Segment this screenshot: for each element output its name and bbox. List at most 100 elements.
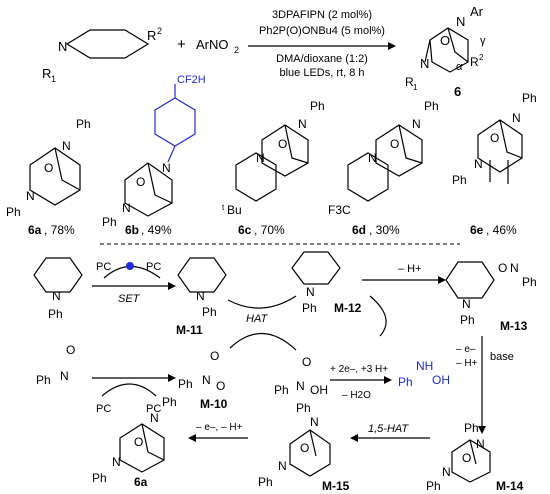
- m13-nh: N: [510, 261, 519, 275]
- p6e-ph2: Ph: [452, 173, 467, 187]
- p6a-label: 6a: [28, 223, 42, 237]
- reagent-r1-sup: 1: [51, 74, 56, 84]
- p6b-ph: Ph: [102, 215, 117, 229]
- m15-o: O: [300, 441, 309, 455]
- condition-4: blue LEDs, rt, 8 h: [280, 67, 365, 79]
- pc-neutral: PC: [146, 403, 161, 415]
- p6e-ph: Ph: [522, 91, 537, 105]
- nohoh-oh: OH: [310, 383, 328, 397]
- hat-label: HAT: [246, 313, 268, 325]
- f6a-n2: N: [112, 455, 121, 469]
- pno2-ph: Ph: [36, 373, 51, 387]
- minus-h-label: – H+: [398, 263, 422, 275]
- p6a-n2: N: [26, 189, 35, 203]
- product-6d: N O Ph N F3C 6d , 30%: [328, 99, 439, 237]
- p6a-ph2: Ph: [6, 205, 21, 219]
- hat15-label: 1,5-HAT: [368, 423, 409, 435]
- m11-label: M-11: [176, 323, 203, 337]
- p6a-n: N: [62, 139, 71, 153]
- p6c-n2: N: [256, 151, 265, 165]
- p6a-ph: Ph: [76, 117, 91, 131]
- pno2-o: O: [66, 343, 75, 357]
- m15-label: M-15: [322, 479, 350, 493]
- m10-ph: Ph: [178, 377, 193, 391]
- p6a-o: O: [44, 161, 53, 175]
- m14-o: O: [462, 451, 471, 465]
- nohoh-o: O: [302, 355, 311, 369]
- condition-3: DMA/dioxane (1:2): [276, 53, 368, 65]
- pc-left: PC: [96, 261, 111, 273]
- m13-n: N: [462, 297, 471, 311]
- m13-label: M-13: [500, 319, 528, 333]
- minus-e-label: – e–: [456, 344, 476, 355]
- m11-n: N: [196, 289, 205, 303]
- reagent-r1: R: [42, 66, 51, 81]
- p6b-n: N: [162, 161, 171, 175]
- minus-e-h-label: – e–, – H+: [196, 422, 243, 433]
- reduction-arrowhead: [168, 374, 176, 382]
- p6c-t: t: [222, 203, 225, 212]
- m10-label: M-10: [200, 397, 228, 411]
- p6a-yield: , 78%: [44, 223, 75, 237]
- p6c-label: 6c: [238, 223, 252, 237]
- m10-nitro-radical: Ph N O O M-10: [178, 349, 228, 411]
- nohoh-n: N: [296, 379, 305, 393]
- p6d-o: O: [390, 137, 399, 151]
- product-6-structure: N O Ar N R 2 R 1 γ α 6: [405, 4, 486, 99]
- m14-n: N: [476, 437, 485, 451]
- p6-r2-sup: 2: [479, 53, 484, 62]
- p6-n: N: [456, 14, 465, 29]
- product-6c: N O Ph N t Bu 6c , 70%: [222, 99, 325, 237]
- phnhoh-ph: Ph: [398, 375, 413, 389]
- pc-right: PC: [146, 261, 161, 273]
- p6d-cf3: F3C: [328, 203, 351, 217]
- p6e-n: N: [512, 111, 521, 125]
- oxidation-arrowhead: [478, 426, 486, 434]
- p6d-label: 6d: [352, 223, 366, 237]
- p6e-o: O: [490, 131, 499, 145]
- m13-o: O: [498, 261, 507, 275]
- p6c-ph: Ph: [310, 99, 325, 113]
- p6c-o: O: [278, 137, 287, 151]
- nitroarene-sub: 2: [234, 45, 239, 55]
- f6a-ph2: Ph: [92, 471, 107, 485]
- p6-label: 6: [454, 84, 461, 99]
- plus-e-h-label: + 2e–, +3 H+: [330, 364, 388, 375]
- p6d-n: N: [412, 117, 421, 131]
- p6d-ph: Ph: [424, 99, 439, 113]
- f6a-label: 6a: [134, 475, 148, 489]
- m14-ph: Ph: [464, 421, 479, 435]
- condition-1: 3DPAFIPN (2 mol%): [272, 9, 372, 21]
- product-6e: N O Ph N Ph 6e , 46%: [452, 91, 537, 237]
- npp-n: N: [52, 289, 61, 303]
- product-6b: CF2H N O N Ph 6b , 49%: [102, 74, 206, 237]
- p6e-yield: , 46%: [486, 223, 517, 237]
- m10-n: N: [202, 373, 211, 387]
- phnhoh-oh: OH: [432, 373, 450, 387]
- p6c-n: N: [298, 117, 307, 131]
- m12-label: M-12: [334, 301, 362, 315]
- reduction-arrowhead-2: [384, 376, 392, 384]
- pno2-n: N: [60, 369, 69, 383]
- p6-r2: R: [470, 55, 479, 69]
- npp-ph: Ph: [48, 307, 63, 321]
- capture-curve: [369, 295, 387, 337]
- m14-n2: N: [442, 465, 451, 479]
- m15-n2: N: [278, 459, 287, 473]
- p6-gamma: γ: [480, 35, 486, 47]
- minus-h-label-2: – H+: [456, 358, 478, 369]
- n-hydroxy-intermediate: Ph N O OH: [274, 355, 328, 397]
- m12-iminium: N Ph M-12: [291, 251, 362, 315]
- p6e-label: 6e: [470, 223, 484, 237]
- set-label: SET: [118, 293, 141, 305]
- m13-ph: Ph: [460, 313, 475, 327]
- m13-ph2: Ph: [522, 275, 537, 289]
- f6a-n: N: [150, 411, 159, 425]
- hat15-arrowhead: [350, 434, 358, 442]
- piperidine-reagent: N R 2 R 1: [42, 26, 162, 84]
- final-product-6a: N O Ph N Ph 6a: [92, 395, 177, 489]
- m15-ph2: Ph: [258, 475, 273, 489]
- n-phenylpiperidine: N Ph: [33, 257, 83, 321]
